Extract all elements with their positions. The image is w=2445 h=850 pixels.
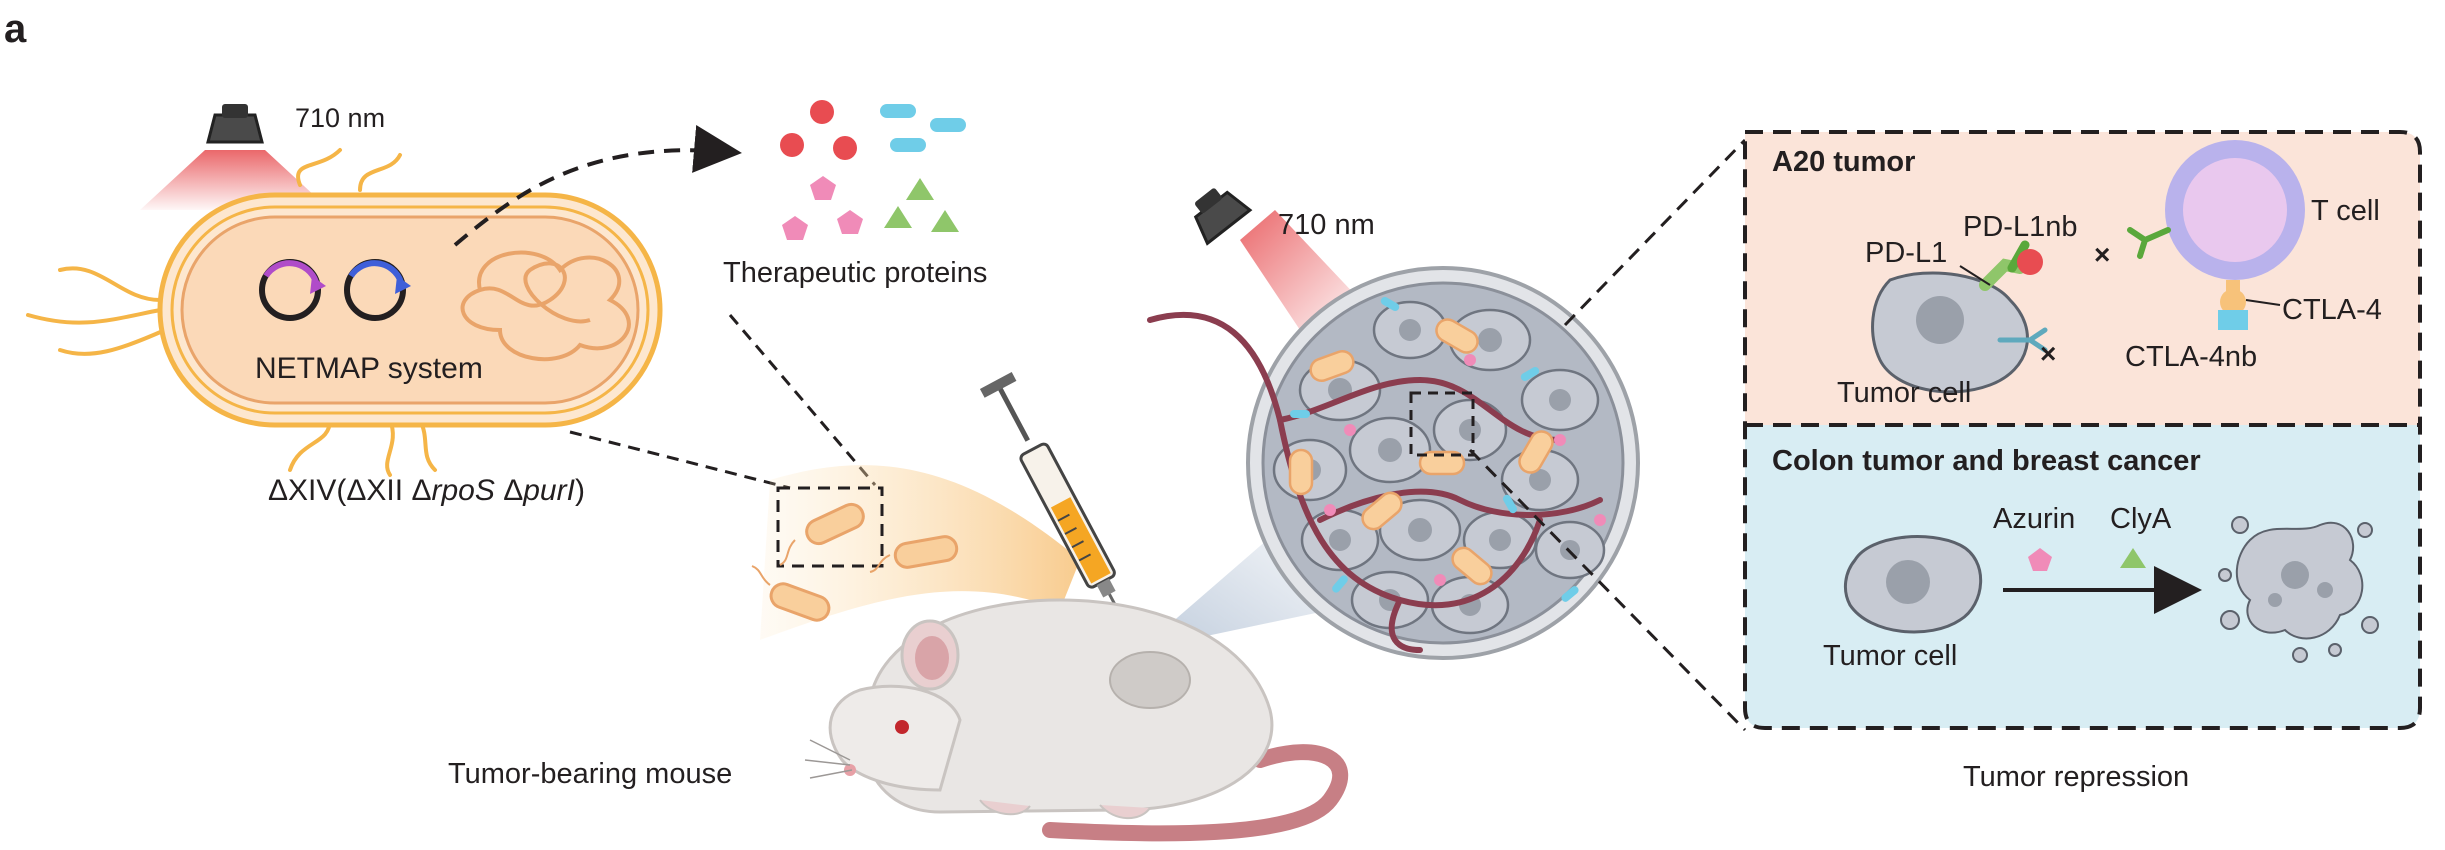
pdl1nb-label: PD-L1nb [1963, 211, 2077, 243]
protein-triangle [906, 178, 934, 200]
protein-pentagon [782, 216, 808, 240]
a20-tumor-cell-label: Tumor cell [1837, 377, 1971, 409]
ctla4-label: CTLA-4 [2282, 294, 2382, 326]
block-mark: × [2094, 239, 2110, 270]
protein-triangle [931, 210, 959, 232]
colon-box-title: Colon tumor and breast cancer [1772, 445, 2201, 477]
tumor-repression-label: Tumor repression [1963, 761, 2189, 793]
therapeutic-proteins: Therapeutic proteins [723, 100, 987, 289]
netmap-system-label: NETMAP system [255, 352, 483, 385]
strain-label: ΔXIV(ΔXII ΔrpoS ΔpurI) [268, 474, 585, 507]
bacteria-cell [1290, 450, 1312, 494]
ctla4nb-label: CTLA-4nb [2125, 341, 2257, 373]
protein-rod [880, 104, 916, 118]
protein-triangle [884, 206, 912, 228]
a20-tumor-box: A20 tumor × × PD-L1nb PD-L1 T cell CTLA-… [1745, 132, 2420, 425]
colon-tumor-cell-label: Tumor cell [1823, 640, 1957, 672]
protein-dot [810, 100, 834, 124]
azurin-label: Azurin [1993, 503, 2075, 535]
protein-rod [890, 138, 926, 152]
panel-label: a [4, 7, 27, 51]
tcell-label: T cell [2311, 195, 2380, 227]
ctla4-nanobody [2218, 310, 2248, 330]
tumor-light-label: 710 nm [1278, 209, 1375, 241]
lamp-icon [1183, 179, 1250, 244]
bacterium-light-label: 710 nm [295, 103, 385, 133]
protein-dot [780, 133, 804, 157]
tumor-site [1110, 652, 1190, 708]
pdl1-nanobody [2017, 249, 2043, 275]
pdl1-label: PD-L1 [1865, 237, 1947, 269]
therapeutic-proteins-label: Therapeutic proteins [723, 257, 987, 289]
protein-pentagon [810, 176, 836, 200]
block-mark: × [2040, 338, 2056, 369]
protein-dot [833, 136, 857, 160]
mouse-label: Tumor-bearing mouse [448, 758, 732, 790]
clya-label: ClyA [2110, 503, 2172, 535]
mouse-illustration: Tumor-bearing mouse [448, 600, 1340, 833]
protein-pentagon [837, 210, 863, 234]
a20-box-title: A20 tumor [1772, 146, 1915, 178]
colon-tumor-box: Colon tumor and breast cancer Tumor cell… [1745, 425, 2420, 728]
protein-rod [930, 118, 966, 132]
bacterium-illustration: 710 nm NETMAP system ΔXIV(ΔXII ΔrpoS Δpu… [28, 103, 660, 507]
